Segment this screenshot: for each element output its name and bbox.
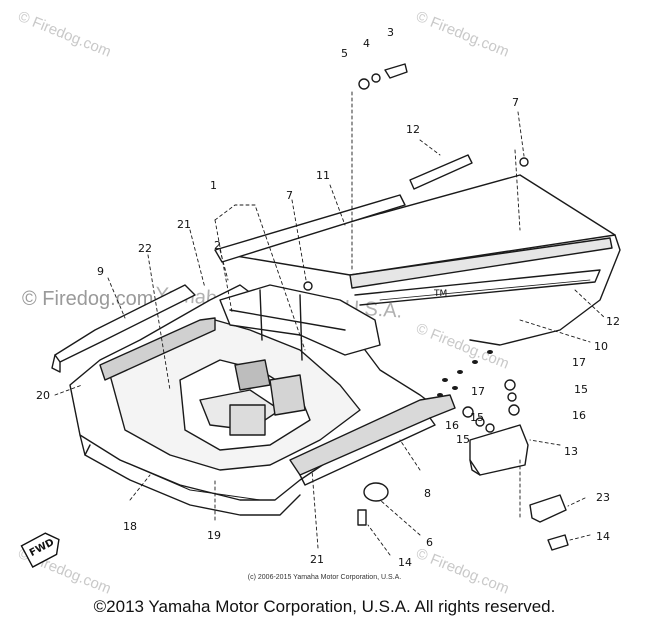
washer-16-left [485, 423, 495, 433]
washer-15-right [507, 392, 517, 402]
tm-mark: TM [434, 289, 448, 299]
callout-22: 22 [138, 242, 152, 255]
callout-11: 11 [316, 169, 330, 182]
callout-19: 19 [207, 529, 221, 542]
callout-1: 1 [210, 179, 217, 192]
side-rail-left [99, 317, 216, 381]
rivet-7-left [303, 281, 313, 291]
washer-16-right [508, 404, 520, 416]
callout-17-right: 17 [572, 356, 586, 369]
callout-13: 13 [564, 445, 578, 458]
bracket-23 [529, 494, 567, 523]
callout-7-right: 7 [512, 96, 519, 109]
callout-10: 10 [594, 340, 608, 353]
callout-4: 4 [363, 37, 370, 50]
callout-3: 3 [387, 26, 394, 39]
callout-15-right: 15 [574, 383, 588, 396]
part-11-rail [214, 194, 406, 263]
callout-9: 9 [97, 265, 104, 278]
fwd-arrow-icon [20, 532, 60, 568]
callout-15-mid: 15 [470, 411, 484, 424]
tunnel-rail [349, 237, 613, 289]
washer-15-left [475, 417, 485, 427]
tunnel-right-side [469, 234, 621, 346]
fwd-badge: FWD [20, 528, 66, 569]
callout-20: 20 [36, 389, 50, 402]
bolt-14-right [547, 534, 569, 551]
callout-8: 8 [424, 487, 431, 500]
callout-15-left: 15 [456, 433, 470, 446]
callout-12-top: 12 [406, 123, 420, 136]
bolt-3 [384, 63, 408, 79]
callout-2: 2 [214, 239, 221, 252]
callout-23: 23 [596, 491, 610, 504]
callout-5: 5 [341, 47, 348, 60]
callout-18: 18 [123, 520, 137, 533]
callout-14-right: 14 [596, 530, 610, 543]
callout-16-left: 16 [445, 419, 459, 432]
nut-5 [358, 78, 370, 90]
copyright-main: ©2013 Yamaha Motor Corporation, U.S.A. A… [93, 597, 556, 616]
callout-17-left: 17 [471, 385, 485, 398]
leader-lines [54, 91, 606, 556]
bolt-14-left [357, 509, 367, 526]
nut-17-left [462, 406, 474, 418]
copyright-small: (c) 2006-2015 Yamaha Motor Corporation, … [247, 574, 402, 581]
part-12-strip-top [409, 154, 473, 190]
rivet-7-right [519, 157, 529, 167]
callout-16-right: 16 [572, 409, 586, 422]
washer-4 [371, 73, 381, 83]
cap-6 [363, 482, 389, 502]
bracket-13 [469, 424, 529, 476]
tunnel-holes [437, 350, 493, 397]
callout-6: 6 [426, 536, 433, 549]
watermark-firedog-left: © Firedog.com [22, 288, 154, 310]
callout-12-right: 12 [606, 315, 620, 328]
callout-14-left: 14 [398, 556, 412, 569]
nut-17-right [504, 379, 516, 391]
callout-21-top: 21 [177, 218, 191, 231]
callout-21-bottom: 21 [310, 553, 324, 566]
callout-7-left: 7 [286, 189, 293, 202]
